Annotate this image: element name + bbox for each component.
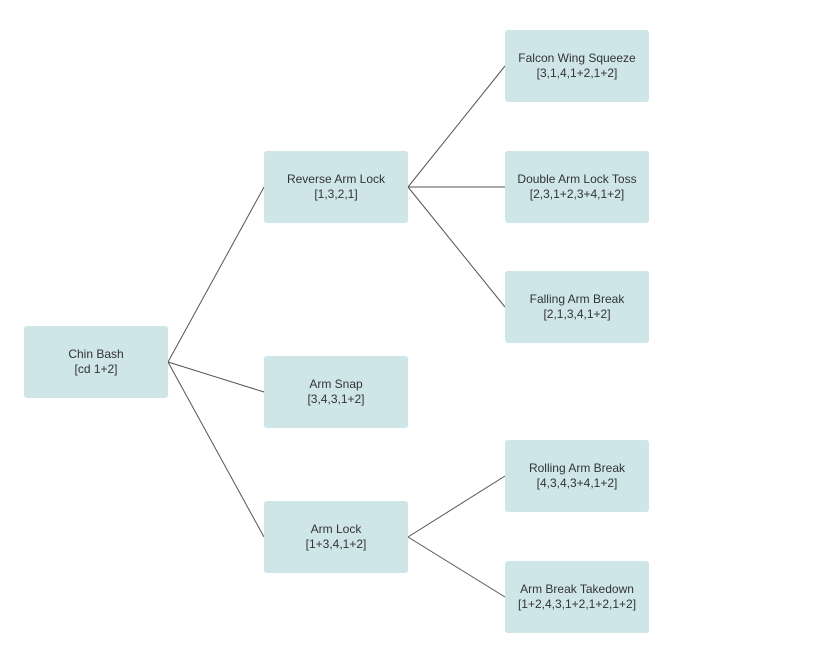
node-input: [3,1,4,1+2,1+2] [536, 66, 618, 80]
node-title: Double Arm Lock Toss [517, 172, 637, 186]
node-input: [1+3,4,1+2] [305, 537, 367, 551]
node-title: Rolling Arm Break [528, 461, 626, 475]
node-input: [2,3,1+2,3+4,1+2] [529, 187, 625, 201]
node-title: Arm Lock [310, 522, 362, 536]
edge-reverse-arm-lock-to-falcon-wing [407, 65, 506, 188]
node-rolling-arm-break[interactable]: Rolling Arm Break [4,3,4,3+4,1+2] [505, 440, 649, 512]
node-falling-arm-break[interactable]: Falling Arm Break [2,1,3,4,1+2] [505, 271, 649, 343]
node-title: Falcon Wing Squeeze [518, 51, 636, 65]
node-arm-break-takedown[interactable]: Arm Break Takedown [1+2,4,3,1+2,1+2,1+2] [505, 561, 649, 633]
node-input: [cd 1+2] [74, 362, 118, 376]
node-chin-bash[interactable]: Chin Bash [cd 1+2] [24, 326, 168, 398]
node-title: Reverse Arm Lock [286, 172, 386, 186]
node-reverse-arm-lock[interactable]: Reverse Arm Lock [1,3,2,1] [264, 151, 408, 223]
edge-chin-bash-to-arm-lock [167, 361, 265, 538]
edge-arm-lock-to-arm-break-takedown [407, 536, 506, 598]
node-title: Falling Arm Break [529, 292, 625, 306]
node-input: [3,4,3,1+2] [307, 392, 365, 406]
node-title: Arm Snap [309, 377, 363, 391]
node-input: [4,3,4,3+4,1+2] [536, 476, 618, 490]
node-input: [1,3,2,1] [314, 187, 358, 201]
node-arm-lock[interactable]: Arm Lock [1+3,4,1+2] [264, 501, 408, 573]
edge-chin-bash-to-reverse-arm-lock [167, 186, 265, 363]
node-arm-snap[interactable]: Arm Snap [3,4,3,1+2] [264, 356, 408, 428]
node-double-arm-lock-toss[interactable]: Double Arm Lock Toss [2,3,1+2,3+4,1+2] [505, 151, 649, 223]
node-title: Chin Bash [68, 347, 124, 361]
edge-chin-bash-to-arm-snap [167, 361, 265, 393]
node-input: [1+2,4,3,1+2,1+2,1+2] [517, 597, 637, 611]
edge-arm-lock-to-rolling-arm-break [407, 475, 506, 538]
node-falcon-wing-squeeze[interactable]: Falcon Wing Squeeze [3,1,4,1+2,1+2] [505, 30, 649, 102]
node-title: Arm Break Takedown [520, 582, 634, 596]
node-input: [2,1,3,4,1+2] [543, 307, 611, 321]
edge-reverse-arm-lock-to-falling-arm-break [407, 186, 506, 308]
